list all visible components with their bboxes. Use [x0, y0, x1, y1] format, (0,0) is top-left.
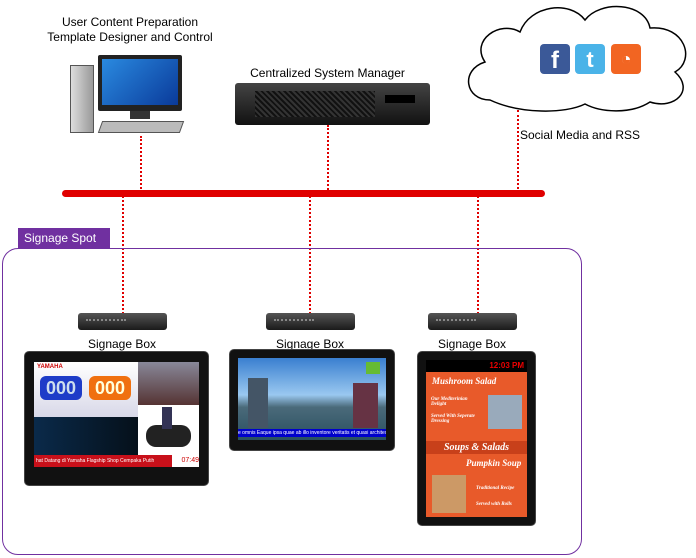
display-2: e omnis Eaque ipsa quae ab illo inventor… [230, 350, 394, 450]
connector-line [122, 196, 124, 314]
connector-line [140, 136, 142, 193]
signage-spot-area [2, 248, 582, 555]
signage-spot-tab: Signage Spot [18, 228, 110, 248]
twitter-icon[interactable]: t [575, 44, 605, 74]
food-image [488, 395, 522, 429]
clock: 07:49 [172, 455, 199, 467]
server-icon [235, 83, 430, 125]
brand-logo: YAMAHA [37, 364, 63, 370]
counter: 000 [40, 376, 82, 400]
counter: 000 [89, 376, 131, 400]
workstation-label: User Content Preparation Template Design… [40, 15, 220, 45]
display-3: 12:03 PM Mushroom Salad Our Mediterinian… [418, 352, 535, 525]
food-image [432, 475, 466, 513]
label-line: Template Designer and Control [47, 30, 213, 44]
server-label: Centralized System Manager [250, 66, 405, 80]
signage-box-label: Signage Box [87, 337, 157, 351]
connector-line [517, 110, 519, 193]
ticker: hat Datang di Yamaha Flagship Shop Cempa… [34, 455, 174, 467]
menu-desc: Our Mediterinian Delight [431, 397, 468, 407]
connector-line [477, 196, 479, 314]
connector-line [327, 125, 329, 193]
facebook-icon[interactable]: f [540, 44, 570, 74]
cloud-label: Social Media and RSS [520, 128, 641, 142]
menu-item: Mushroom Salad [432, 376, 497, 386]
signage-box-icon [428, 313, 517, 330]
signage-box-label: Signage Box [437, 337, 507, 351]
menu-desc: Served With Seperate Dressing [431, 414, 475, 424]
display-1: YAMAHA 000 000 hat Datang di Yamaha Flag… [25, 352, 208, 485]
connector-line [309, 196, 311, 314]
signage-box-label: Signage Box [275, 337, 345, 351]
ticker: e omnis Eaque ipsa quae ab illo inventor… [238, 429, 386, 437]
menu-item: Pumpkin Soup [466, 458, 522, 468]
signage-box-icon [78, 313, 167, 330]
logo-icon [366, 362, 380, 374]
rss-icon[interactable]: ◔ [611, 44, 641, 74]
clock: 12:03 PM [426, 360, 527, 372]
label-line: User Content Preparation [61, 15, 199, 29]
network-bus [62, 190, 545, 197]
signage-box-icon [266, 313, 355, 330]
menu-section: Soups & Salads [426, 441, 527, 454]
workstation-computer-icon [70, 55, 190, 137]
menu-desc: Traditional Recipe [476, 486, 515, 491]
menu-desc: Served with Rolls [476, 502, 512, 507]
